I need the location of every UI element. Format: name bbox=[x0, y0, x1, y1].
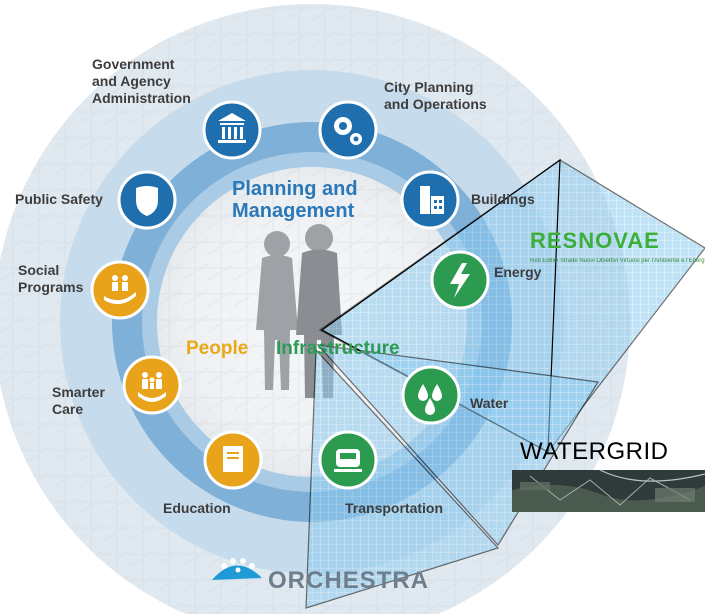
book-icon bbox=[223, 446, 243, 472]
watergrid-map-image bbox=[512, 469, 705, 512]
orchestra-logo-mark bbox=[212, 558, 262, 580]
label-government: Government and Agency Administration bbox=[92, 56, 191, 106]
institution-icon bbox=[218, 113, 246, 143]
center-title-line1: Planning and bbox=[232, 178, 358, 200]
family-care-icon bbox=[138, 372, 166, 402]
resnovae-tagline: Reti Edifici Strade Nuovi Obiettivi Virt… bbox=[530, 258, 705, 264]
label-buildings: Buildings bbox=[471, 191, 535, 207]
label-smarter-care: Smarter Care bbox=[52, 384, 105, 417]
building-icon bbox=[420, 186, 444, 214]
highlight-beams bbox=[305, 158, 705, 609]
helping-hand-icon bbox=[104, 275, 136, 305]
institution-icon-bg bbox=[202, 100, 262, 160]
center-title: Planning and Management bbox=[232, 178, 358, 222]
gears-icon bbox=[334, 117, 362, 145]
label-education: Education bbox=[163, 500, 231, 516]
label-transportation: Transportation bbox=[345, 500, 444, 516]
label-energy: Energy bbox=[494, 264, 542, 280]
people-label: People bbox=[186, 338, 249, 359]
label-public-safety: Public Safety bbox=[15, 191, 103, 207]
people-silhouette bbox=[256, 224, 342, 398]
label-social-programs: Social Programs bbox=[18, 262, 84, 295]
orchestra-logo-text: ORCHESTRA bbox=[268, 567, 430, 594]
lightning-icon bbox=[450, 263, 470, 298]
shield-icon bbox=[136, 186, 158, 216]
label-city-planning: City Planning and Operations bbox=[384, 79, 487, 112]
resnovae-logo: RESNOVAE bbox=[530, 228, 660, 253]
helping-hand-icon-bg bbox=[90, 260, 150, 320]
water-drops-icon bbox=[418, 384, 442, 415]
label-water: Water bbox=[470, 395, 509, 411]
watergrid-title: WATERGRID bbox=[520, 438, 669, 465]
train-icon bbox=[334, 449, 362, 472]
center-title-line2: Management bbox=[232, 200, 355, 222]
infrastructure-label: Infrastructure bbox=[276, 338, 400, 359]
water-drops-icon-bg bbox=[401, 365, 461, 425]
